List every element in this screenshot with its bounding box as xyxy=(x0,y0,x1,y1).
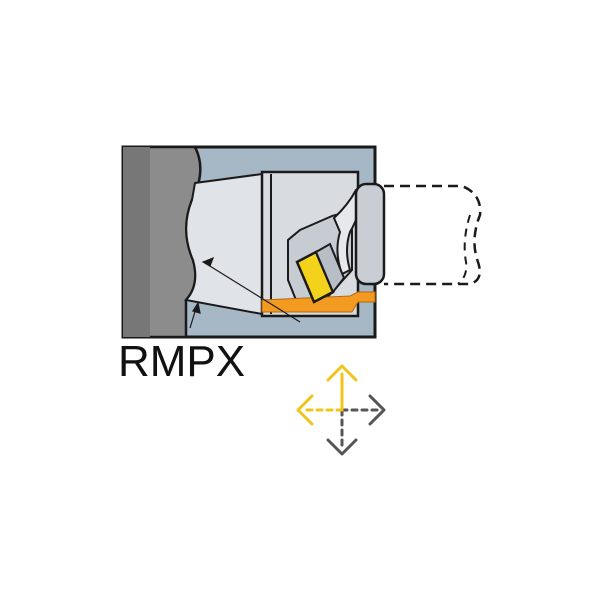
dimension-arrow-top xyxy=(201,256,215,267)
spindle-outline-dashed xyxy=(384,184,482,286)
holder xyxy=(184,170,386,318)
dimension-markers xyxy=(189,256,301,329)
holder-shank xyxy=(184,172,263,316)
arrow-up-head xyxy=(326,364,358,382)
spindle-break-dashed xyxy=(457,214,471,285)
dimension-arrow-bottom xyxy=(192,301,201,314)
bore-shading xyxy=(123,147,150,337)
tool-code-label: RMPX xyxy=(118,337,246,386)
arrow-left-head xyxy=(296,394,314,426)
insert-seat xyxy=(314,242,346,294)
arrow-down-head xyxy=(326,438,358,456)
spindle-flange xyxy=(354,182,386,286)
four-way-cross-icon xyxy=(296,364,386,456)
dimension-line xyxy=(204,262,301,323)
chip-strip xyxy=(261,291,376,313)
arrow-right-head xyxy=(368,394,386,426)
